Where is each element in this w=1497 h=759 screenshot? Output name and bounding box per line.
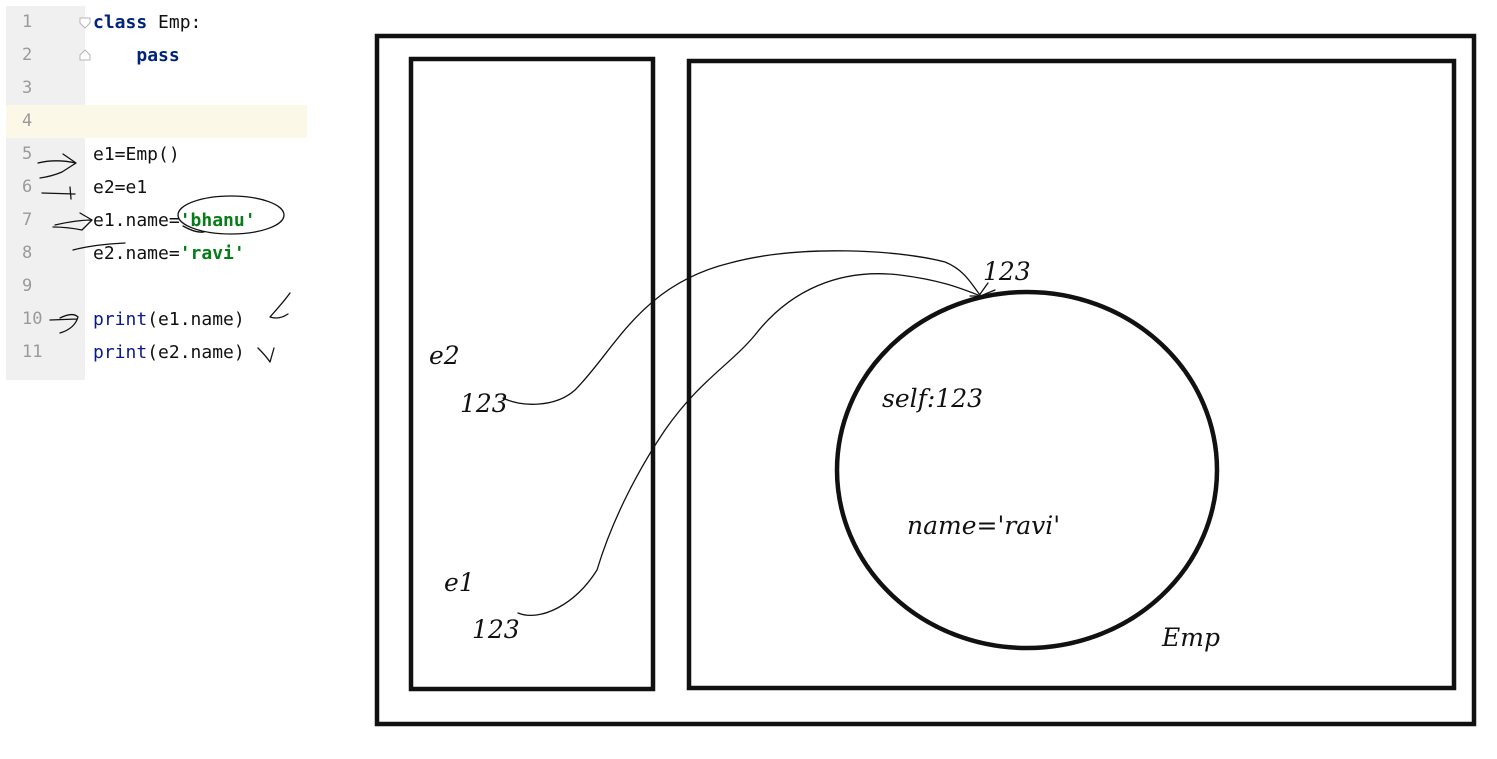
code-token: e2=e1 [93, 177, 148, 198]
emp-object-circle [834, 289, 1220, 651]
e1-variable-label: e1 [444, 568, 475, 597]
e2-reference-arrow [502, 250, 981, 405]
object-address-label: 123 [983, 257, 1031, 286]
code-text[interactable]: e1.name='bhanu' [93, 204, 256, 237]
code-text[interactable]: pass [93, 39, 180, 72]
code-line[interactable]: 4 [6, 105, 307, 138]
code-line[interactable]: 3 [6, 72, 307, 105]
line-number: 2 [22, 45, 33, 65]
code-token: print [93, 342, 148, 363]
code-text[interactable]: e2=e1 [93, 171, 147, 204]
code-text[interactable]: e1=Emp() [93, 138, 180, 171]
line-number: 8 [22, 243, 33, 263]
code-line[interactable]: 1 class Emp: [6, 6, 307, 39]
code-token: e1=Emp() [93, 144, 180, 165]
fold-open-icon[interactable] [79, 17, 91, 29]
code-token: (e1.name) [147, 309, 245, 330]
code-text[interactable]: print(e1.name) [93, 303, 245, 336]
code-token: 'ravi' [179, 243, 245, 264]
line-number: 7 [22, 210, 33, 230]
code-text[interactable]: print(e2.name) [93, 336, 245, 369]
e1-reference-arrow [517, 273, 979, 617]
code-token: e1.name= [93, 210, 180, 231]
code-token: print [93, 309, 148, 330]
line-number: 1 [22, 12, 33, 32]
code-token: 'bhanu' [179, 210, 256, 231]
code-token: (e2.name) [147, 342, 245, 363]
stack-frame [408, 56, 656, 692]
arrow-head-marks [969, 282, 996, 298]
line-number: 10 [22, 309, 43, 329]
code-line[interactable]: 6 e2=e1 [6, 171, 307, 204]
memory-outer-frame [374, 33, 1477, 727]
code-line[interactable]: 10 print(e1.name) [6, 303, 307, 336]
code-line[interactable]: 8 e2.name='ravi' [6, 237, 307, 270]
emp-class-label: Emp [1161, 623, 1220, 652]
line-number: 5 [22, 144, 33, 164]
line-number: 9 [22, 276, 33, 296]
code-token: e2.name= [93, 243, 180, 264]
e2-variable-label: e2 [429, 341, 460, 370]
e2-reference-value: 123 [460, 389, 508, 418]
fold-close-icon[interactable] [79, 49, 91, 61]
code-annotation-scribbles [37, 153, 291, 363]
name-attribute-label: name='ravi' [907, 511, 1060, 540]
code-line[interactable]: 5 e1=Emp() [6, 138, 307, 171]
code-line[interactable]: 2 pass [6, 39, 307, 72]
line-number: 6 [22, 177, 33, 197]
line-number: 11 [22, 342, 43, 362]
code-text[interactable]: class Emp: [93, 6, 201, 39]
code-token: Emp: [147, 12, 202, 33]
code-token: class [93, 12, 148, 33]
code-token: pass [136, 45, 180, 66]
line-number: 3 [22, 78, 33, 98]
code-line[interactable]: 7 e1.name='bhanu' [6, 204, 307, 237]
line-number: 4 [6, 105, 85, 138]
code-line[interactable]: 11 print(e2.name) [6, 336, 307, 369]
code-line[interactable]: 9 [6, 270, 307, 303]
code-text[interactable]: e2.name='ravi' [93, 237, 245, 270]
self-reference-label: self:123 [882, 384, 983, 413]
e1-reference-value: 123 [472, 615, 520, 644]
heap-frame [686, 58, 1457, 691]
